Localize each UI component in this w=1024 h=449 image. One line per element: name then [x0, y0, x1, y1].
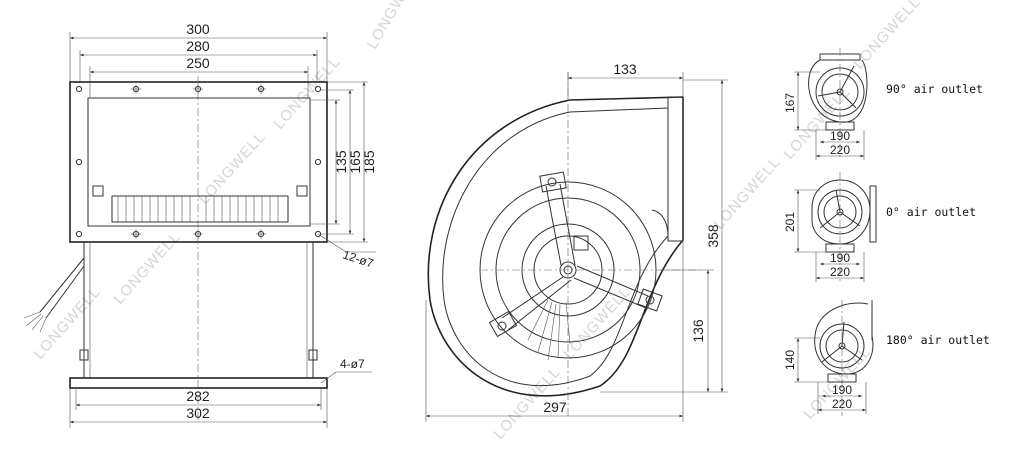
outlet-view-180: 140 190 220 180° air outlet [783, 300, 990, 416]
dim-250: 250 [186, 55, 210, 71]
outlet-0-w2: 220 [830, 265, 850, 279]
front-view: 300 280 250 [23, 21, 377, 428]
outlet-90-w2: 220 [830, 143, 850, 157]
watermark: LONGWELL [560, 283, 634, 362]
outlet-180-w1: 190 [832, 383, 852, 397]
holes-top-note: 12-ø7 [341, 248, 375, 271]
dim-300: 300 [186, 21, 210, 37]
watermark: LONGWELL [364, 0, 424, 52]
outlet-0-w1: 190 [830, 251, 850, 265]
watermark: LONGWELL [110, 228, 184, 307]
dim-135: 135 [333, 150, 349, 174]
dim-302: 302 [186, 405, 210, 421]
dim-280: 280 [186, 38, 210, 54]
outlet-180-w2: 220 [832, 397, 852, 411]
outlet-90-height: 167 [783, 93, 797, 113]
side-view: 133 358 [425, 61, 728, 422]
outlet-0-label: 0° air outlet [886, 205, 976, 219]
dim-358: 358 [705, 224, 721, 248]
outlet-90-w1: 190 [830, 129, 850, 143]
dim-165: 165 [347, 150, 363, 174]
dim-133: 133 [613, 61, 637, 77]
outlet-view-0: 201 190 220 0° air outlet [783, 172, 976, 282]
dim-282: 282 [186, 388, 210, 404]
holes-bottom-note: 4-ø7 [340, 357, 365, 371]
outlet-90-label: 90° air outlet [886, 82, 983, 96]
outlet-view-90: 167 190 220 90° air outlet [783, 48, 983, 160]
dim-297: 297 [543, 399, 567, 415]
outlet-180-height: 140 [783, 350, 797, 370]
watermark: LONGWELL [850, 0, 924, 73]
watermark: LONGWELL [710, 153, 784, 232]
dim-136: 136 [690, 319, 706, 343]
dim-185: 185 [361, 150, 377, 174]
watermark: LONGWELL [270, 53, 344, 132]
outlet-0-height: 201 [783, 212, 797, 232]
outlet-180-label: 180° air outlet [886, 333, 990, 347]
watermark: LONGWELL [30, 283, 104, 362]
